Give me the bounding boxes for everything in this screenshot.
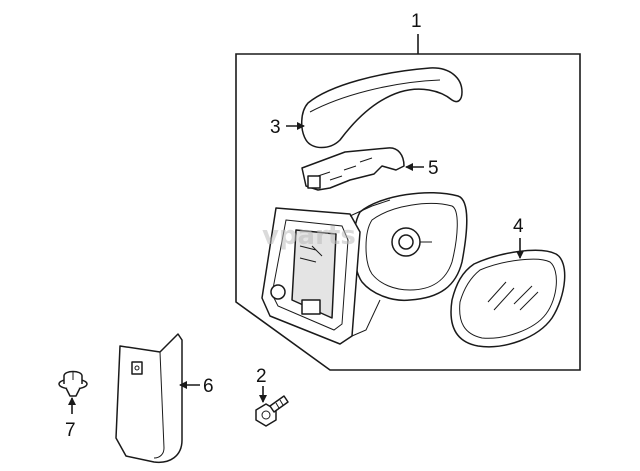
callout-4: 4	[513, 216, 524, 237]
callout-7: 7	[65, 420, 76, 441]
callout-1: 1	[411, 11, 422, 32]
push-clip	[58, 370, 88, 397]
mirror-housing	[261, 191, 468, 345]
watermark: vparts	[262, 221, 356, 251]
callout-6: 6	[203, 376, 214, 397]
bolt	[255, 395, 289, 427]
assembly-outline	[235, 53, 581, 371]
mirror-glass	[450, 249, 566, 348]
mirror-cover-cap	[301, 67, 463, 149]
callout-3: 3	[270, 117, 281, 138]
trim-panel	[115, 333, 183, 464]
callout-2: 2	[256, 366, 267, 387]
retainer-bracket	[301, 147, 405, 191]
callout-5: 5	[428, 158, 439, 179]
